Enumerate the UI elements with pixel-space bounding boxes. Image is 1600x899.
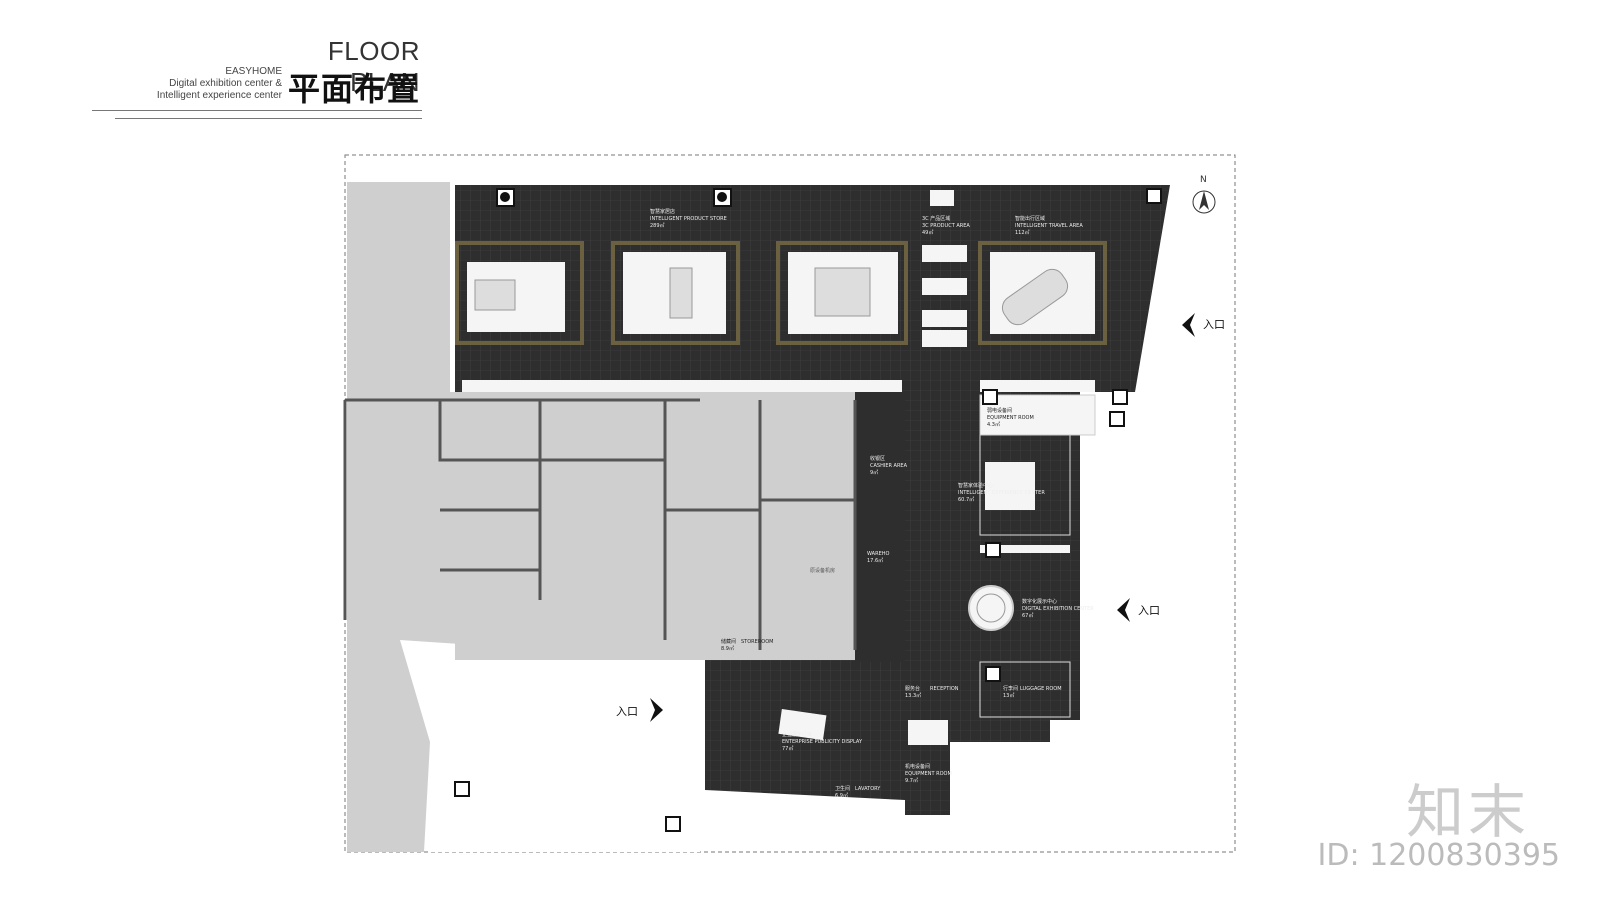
equipment2-area: 9.7㎡ [905,777,918,784]
storeroom-en: STOREROOM [741,639,773,645]
luggage-cn: 行李间 [1003,685,1018,692]
service-block [455,392,855,660]
reception-area: 13.3㎡ [905,692,921,699]
subtitle-line-2: Intelligent experience center [156,90,282,101]
header-rule [92,110,422,111]
display-pod-1 [455,241,584,345]
equipment-cn: 弱电设备间 [987,407,1012,414]
shelf-band-2 [980,380,1095,392]
entrance-label-1: 入口 [1203,318,1225,331]
digital-strip [980,545,1070,553]
north-arrow: N [1192,175,1216,214]
product-store-area: 289㎡ [650,222,665,229]
page-title-cn: 平面布置 [288,70,421,108]
equipment-en: EQUIPMENT ROOM [987,415,1034,421]
travel-area: 112㎡ [1015,229,1030,236]
product-store-en: INTELLIGENT PRODUCT STORE [650,216,727,222]
zone-labels: 智慧家居店 INTELLIGENT PRODUCT STORE 289㎡ 3C … [650,208,1094,799]
display-pod-2 [611,241,740,345]
cashier-area: 9㎡ [870,469,878,476]
travel-en: INTELLIGENT TRAVEL AREA [1015,223,1083,229]
lavatory-area: 6.9㎡ [835,792,848,799]
publicity-cn: 企业展示区域 [782,731,812,738]
subtitle-line-1: Digital exhibition center & [169,78,282,89]
travel-cn: 智能出行区域 [1015,215,1045,222]
entrance-label-3: 入口 [616,705,638,718]
publicity-en: ENTERPRISE PUBLICITY DISPLAY [782,739,863,745]
product-area-en: 3C PRODUCT AREA [922,223,970,229]
subtitle-block: EASYHOME Digital exhibition center & Int… [120,66,282,102]
column-dots [500,192,727,202]
experience-cn: 智慧家体验中心 [958,482,993,489]
equipment-area: 4.3㎡ [987,421,1000,428]
experience-area: 60.7㎡ [958,496,974,503]
luggage-room [979,661,1071,718]
reception-en: RECEPTION [930,686,959,692]
digital-cn: 数字化展示中心 [1022,598,1057,605]
entrance-label-2: 入口 [1138,604,1160,617]
lavatory-cn: 卫生间 [835,785,850,792]
experience-en: INTELLIGENT EXPERIENCE CENTER [958,490,1045,496]
south-wing-floor [705,660,950,815]
product-area-area: 49㎡ [922,229,933,236]
equipment2-cn: 机电设备间 [905,763,930,770]
watermark-logo: 知末 [1405,778,1530,846]
display-pod-3 [776,241,908,345]
lavatory-en: LAVATORY [855,786,881,792]
digital-area: 67㎡ [1022,612,1033,619]
entrance-marker-south: 入口 [616,698,663,722]
column-markers [454,188,1162,832]
digital-exhibit-round [968,585,1014,631]
machine-room-label: 原设备机房 [810,567,835,574]
experience-counter [985,462,1035,510]
cashier-cn: 收银区 [870,455,885,462]
brand-label: EASYHOME [225,66,282,77]
warehouse-area: 17.6㎡ [867,557,883,564]
warehouse-en: WAREHO [867,551,889,557]
reception-cn: 服务台 [905,685,920,692]
entrance-marker-east: 入口 [1182,313,1225,337]
publicity-counter [778,709,827,741]
corridor [855,392,905,662]
product-area-cn: 3C 产品区域 [922,215,950,222]
watermark-id: ID: 1200830395 [1317,838,1560,873]
shelf-band [462,380,902,392]
cashier-en: CASHIER AREA [870,463,908,469]
outdoor-area [430,742,700,852]
equipment-room [979,394,1096,436]
site-boundary [344,154,1236,853]
digital-en: DIGITAL EXHIBITION CENTER [1022,606,1094,612]
storeroom-area: 8.9㎡ [721,645,734,652]
luggage-en: LUGGAGE ROOM [1020,686,1062,692]
equipment-room-2 [908,720,948,745]
equipment2-en: EQUIPMENT ROOM [905,771,952,777]
product-counters [922,190,967,347]
header-rule-2 [115,118,422,119]
zone-labels-light: 弱电设备间 EQUIPMENT ROOM 4.3㎡ 储藏间 STOREROOM … [721,407,1034,652]
luggage-area: 13㎡ [1003,692,1014,699]
display-pod-4 [978,241,1107,345]
page-title: FLOOR PLAN [327,36,420,97]
entrance-marker-east-2: 入口 [1117,598,1160,622]
service-walls [343,398,857,650]
publicity-area: 77㎡ [782,745,793,752]
north-label: N [1200,175,1207,185]
storeroom-cn: 储藏间 [721,638,736,645]
product-store-cn: 智慧家居店 [650,208,675,215]
